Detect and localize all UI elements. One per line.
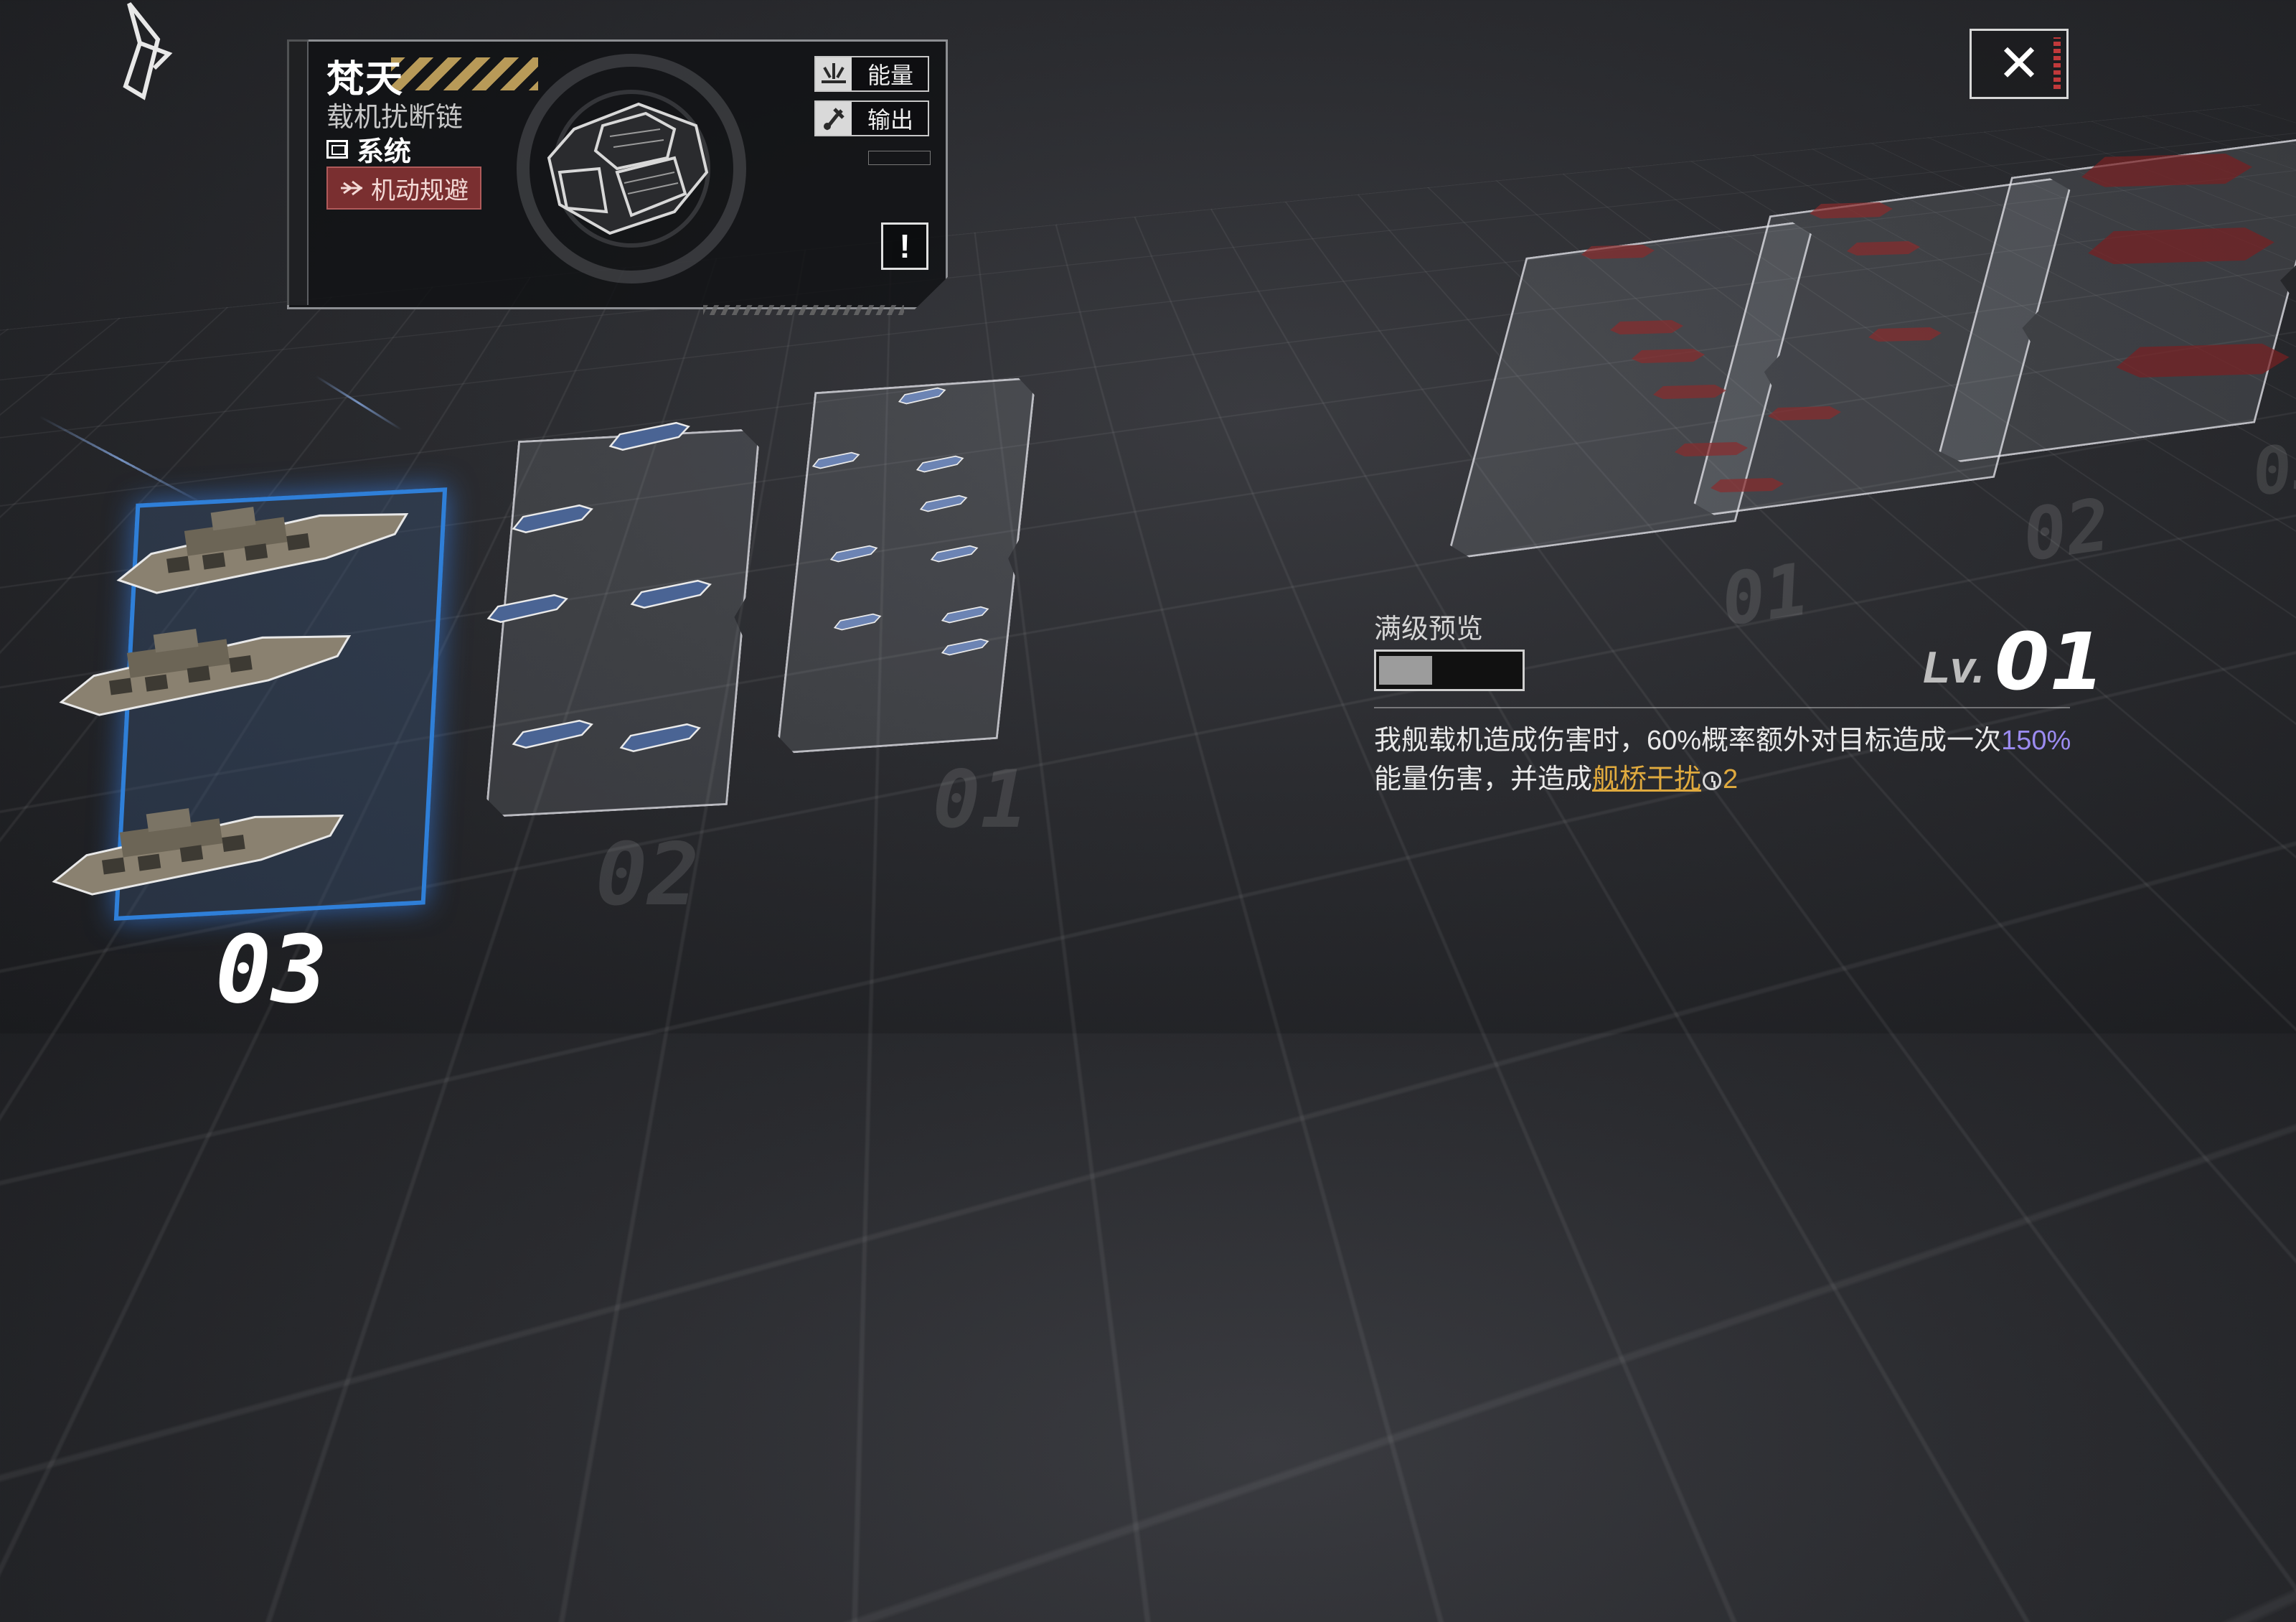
formation-slot-01[interactable] [776, 377, 1037, 754]
name-stripes-decor [391, 57, 538, 90]
weapon-type-label: 系统 [357, 137, 412, 167]
weapon-subtitle: 载机扰断链 [326, 103, 464, 133]
weapon-code-decor [868, 151, 931, 165]
skill-label: 机动规避 [371, 177, 469, 205]
tag-energy-label: 能量 [867, 62, 914, 88]
frigate-unit[interactable] [483, 589, 572, 627]
desc-effect-link[interactable]: 舰桥干扰 [1592, 764, 1702, 794]
enemy-ship-unit [1768, 406, 1841, 421]
energy-icon [816, 57, 852, 90]
slot-label-01: 01 [933, 754, 1028, 845]
fighter-unit[interactable] [928, 541, 981, 566]
enemy-ship-unit [1868, 327, 1942, 342]
fighter-unit[interactable] [896, 383, 949, 408]
enemy-slot-label-01: 01 [1716, 547, 1814, 642]
fighter-unit[interactable] [914, 451, 966, 476]
fighter-unit[interactable] [832, 609, 884, 634]
battleship-unit[interactable] [103, 474, 421, 610]
enemy-ship-unit [1581, 245, 1655, 259]
fighter-unit[interactable] [810, 448, 862, 472]
enemy-slot-label-02: 02 [2018, 482, 2115, 578]
enemy-ship-unit [1847, 241, 1920, 256]
enemy-battleship-unit [2088, 228, 2274, 264]
panel-decor-bars [703, 305, 904, 315]
level-divider [1374, 707, 2070, 708]
enemy-battleship-unit [2081, 154, 2252, 187]
enemy-ship-unit [1653, 385, 1726, 399]
enemy-ship-unit [1810, 202, 1893, 219]
tag-output: 输出 [814, 100, 929, 136]
full-level-preview-toggle[interactable] [1374, 650, 1525, 691]
frigate-unit[interactable] [508, 499, 597, 538]
enemy-battleship-unit [2116, 343, 2290, 378]
frigate-unit[interactable] [508, 714, 597, 753]
preview-bar-fill [1379, 656, 1432, 685]
desc-part1: 我舰载机造成伤害时，60%概率额外对目标造成一次 [1374, 726, 2002, 756]
frigate-unit[interactable] [605, 416, 694, 455]
formation-slot-02[interactable] [485, 428, 761, 818]
fighter-unit[interactable] [918, 491, 970, 515]
game-logo-icon [123, 2, 173, 100]
fighter-unit[interactable] [828, 541, 880, 566]
evasion-icon [341, 180, 363, 196]
info-alert-button[interactable]: ! [881, 222, 928, 270]
output-icon [816, 102, 852, 135]
slot-label-03: 03 [215, 915, 328, 1024]
full-level-preview-label: 满级预览 [1374, 614, 1484, 644]
desc-duration: 2 [1723, 764, 1739, 794]
skill-description: 我舰载机造成伤害时，60%概率额外对目标造成一次150% 能量伤害，并造成舰桥干扰… [1374, 721, 2077, 799]
enemy-ship-unit [1632, 349, 1705, 363]
fighter-unit[interactable] [939, 634, 992, 659]
tag-energy: 能量 [814, 56, 929, 92]
level-value: 01 [1995, 616, 2105, 708]
skill-badge[interactable]: 机动规避 [326, 167, 481, 210]
fighter-unit[interactable] [939, 602, 992, 627]
enemy-ship-unit [1711, 478, 1784, 492]
desc-percent: 150% [2001, 726, 2071, 756]
close-stripe-decor [2053, 37, 2061, 89]
frigate-unit[interactable] [626, 574, 715, 613]
clock-icon [1703, 772, 1722, 790]
weapon-type: 系统 [326, 129, 411, 169]
system-icon [326, 139, 348, 159]
battleship-unit[interactable] [38, 776, 357, 911]
frigate-unit[interactable] [616, 718, 705, 756]
level-prefix: Lv. [1923, 643, 1985, 693]
desc-part2: 能量伤害，并造成 [1374, 764, 1593, 794]
tag-output-label: 输出 [867, 107, 914, 133]
enemy-ship-unit [1675, 442, 1748, 456]
close-button[interactable]: ✕ [1970, 29, 2069, 99]
panel-side-strip [287, 39, 309, 305]
slot-label-02: 02 [596, 825, 700, 925]
weapon-name: 梵天 [326, 59, 405, 100]
enemy-ship-unit [1610, 320, 1683, 334]
battleship-unit[interactable] [45, 596, 364, 732]
carrier-ship-illustration [547, 102, 709, 235]
